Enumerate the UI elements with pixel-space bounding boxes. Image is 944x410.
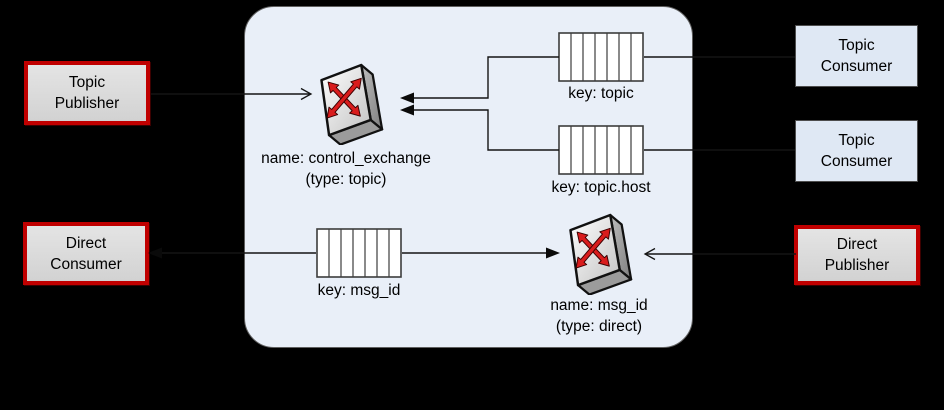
node-label: Publisher — [54, 95, 120, 112]
node-label: Consumer — [50, 255, 122, 273]
filled-arrowhead-icon — [148, 247, 162, 259]
queue-icon-msg-id — [316, 228, 402, 278]
node-label: Consumer — [820, 153, 893, 170]
node-label: Topic — [838, 37, 875, 54]
node-label: Topic — [68, 74, 106, 91]
node-label: Direct — [836, 236, 878, 253]
queue-topic-label: key: topic — [568, 85, 634, 102]
control-exchange-label: name: control_exchange (type: topic) — [244, 148, 448, 190]
node-label: Consumer — [820, 58, 893, 75]
exchange-type: (type: direct) — [555, 318, 643, 335]
direct-publisher-node: Direct Publisher — [794, 225, 920, 285]
direct-exchange-icon — [569, 213, 633, 295]
exchange-name: name: control_exchange — [261, 150, 431, 167]
direct-exchange-label: name: msg_id (type: direct) — [497, 295, 701, 337]
exchange-name: name: msg_id — [550, 297, 648, 314]
direct-consumer-node: Direct Consumer — [23, 222, 149, 285]
control-exchange-icon — [320, 63, 384, 145]
queue-icon-topic-host — [558, 125, 644, 175]
topic-publisher-node: Topic Publisher — [24, 61, 150, 125]
node-label: Direct — [65, 234, 107, 252]
queue-icon-topic — [558, 32, 644, 82]
queue-msg-id-label: key: msg_id — [317, 282, 401, 299]
exchange-type: (type: topic) — [305, 171, 387, 188]
topic-consumer-node-2: Topic Consumer — [795, 120, 918, 182]
queue-topic-host-label: key: topic.host — [551, 179, 651, 196]
node-label: Topic — [838, 132, 875, 149]
topic-consumer-node-1: Topic Consumer — [795, 25, 918, 87]
node-label: Publisher — [824, 257, 890, 274]
